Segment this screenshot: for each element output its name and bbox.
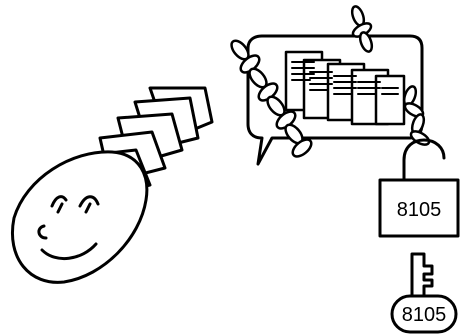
padlock-code: 8105	[397, 199, 442, 221]
padlock-icon	[380, 140, 458, 236]
face-character	[12, 88, 212, 282]
padlock-shackle	[404, 140, 444, 180]
key-code: 8105	[402, 304, 447, 326]
key-blade	[412, 254, 432, 296]
face-head	[12, 152, 146, 282]
